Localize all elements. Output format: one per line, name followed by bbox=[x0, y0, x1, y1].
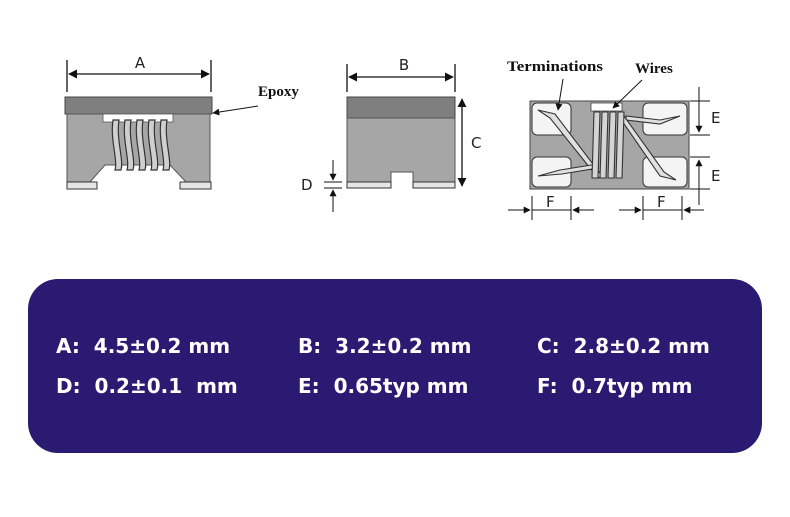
side-view: B C D bbox=[301, 56, 481, 212]
dimension-f-right-label: F bbox=[657, 193, 666, 211]
epoxy-cap bbox=[64, 96, 213, 115]
dimension-b-label: B bbox=[399, 56, 409, 74]
inductor-dimension-drawing: A Epoxy B C D bbox=[64, 54, 720, 220]
specification-panel: A: 4.5±0.2 mm B: 3.2±0.2 mm C: 2.8±0.2 m… bbox=[28, 279, 762, 453]
wire-leads bbox=[537, 109, 681, 181]
top-wire-coil bbox=[591, 111, 625, 179]
spec-e: E: 0.65typ mm bbox=[298, 374, 469, 398]
spec-f: F: 0.7typ mm bbox=[537, 374, 693, 398]
right-termination bbox=[179, 181, 212, 190]
epoxy-label: Epoxy bbox=[258, 84, 299, 100]
spec-a: A: 4.5±0.2 mm bbox=[56, 334, 231, 358]
wire-coil bbox=[111, 119, 171, 171]
dimension-a-label: A bbox=[135, 54, 146, 72]
top-view: Terminations Wires E E F F bbox=[507, 59, 720, 220]
dimension-c-label: C bbox=[471, 134, 481, 152]
front-view: A Epoxy bbox=[64, 54, 299, 190]
spec-d: D: 0.2±0.1 mm bbox=[56, 374, 238, 398]
spec-c: C: 2.8±0.2 mm bbox=[537, 334, 710, 358]
wires-label: Wires bbox=[635, 61, 673, 77]
side-body bbox=[346, 117, 456, 183]
left-termination bbox=[66, 181, 98, 190]
terminations-label: Terminations bbox=[507, 59, 603, 75]
dimension-e-upper-label: E bbox=[711, 109, 720, 127]
dimension-f-left-label: F bbox=[546, 193, 555, 211]
dimension-d-label: D bbox=[301, 176, 313, 194]
spec-b: B: 3.2±0.2 mm bbox=[298, 334, 472, 358]
dimension-e-lower-label: E bbox=[711, 167, 720, 185]
epoxy-leader bbox=[212, 105, 259, 116]
